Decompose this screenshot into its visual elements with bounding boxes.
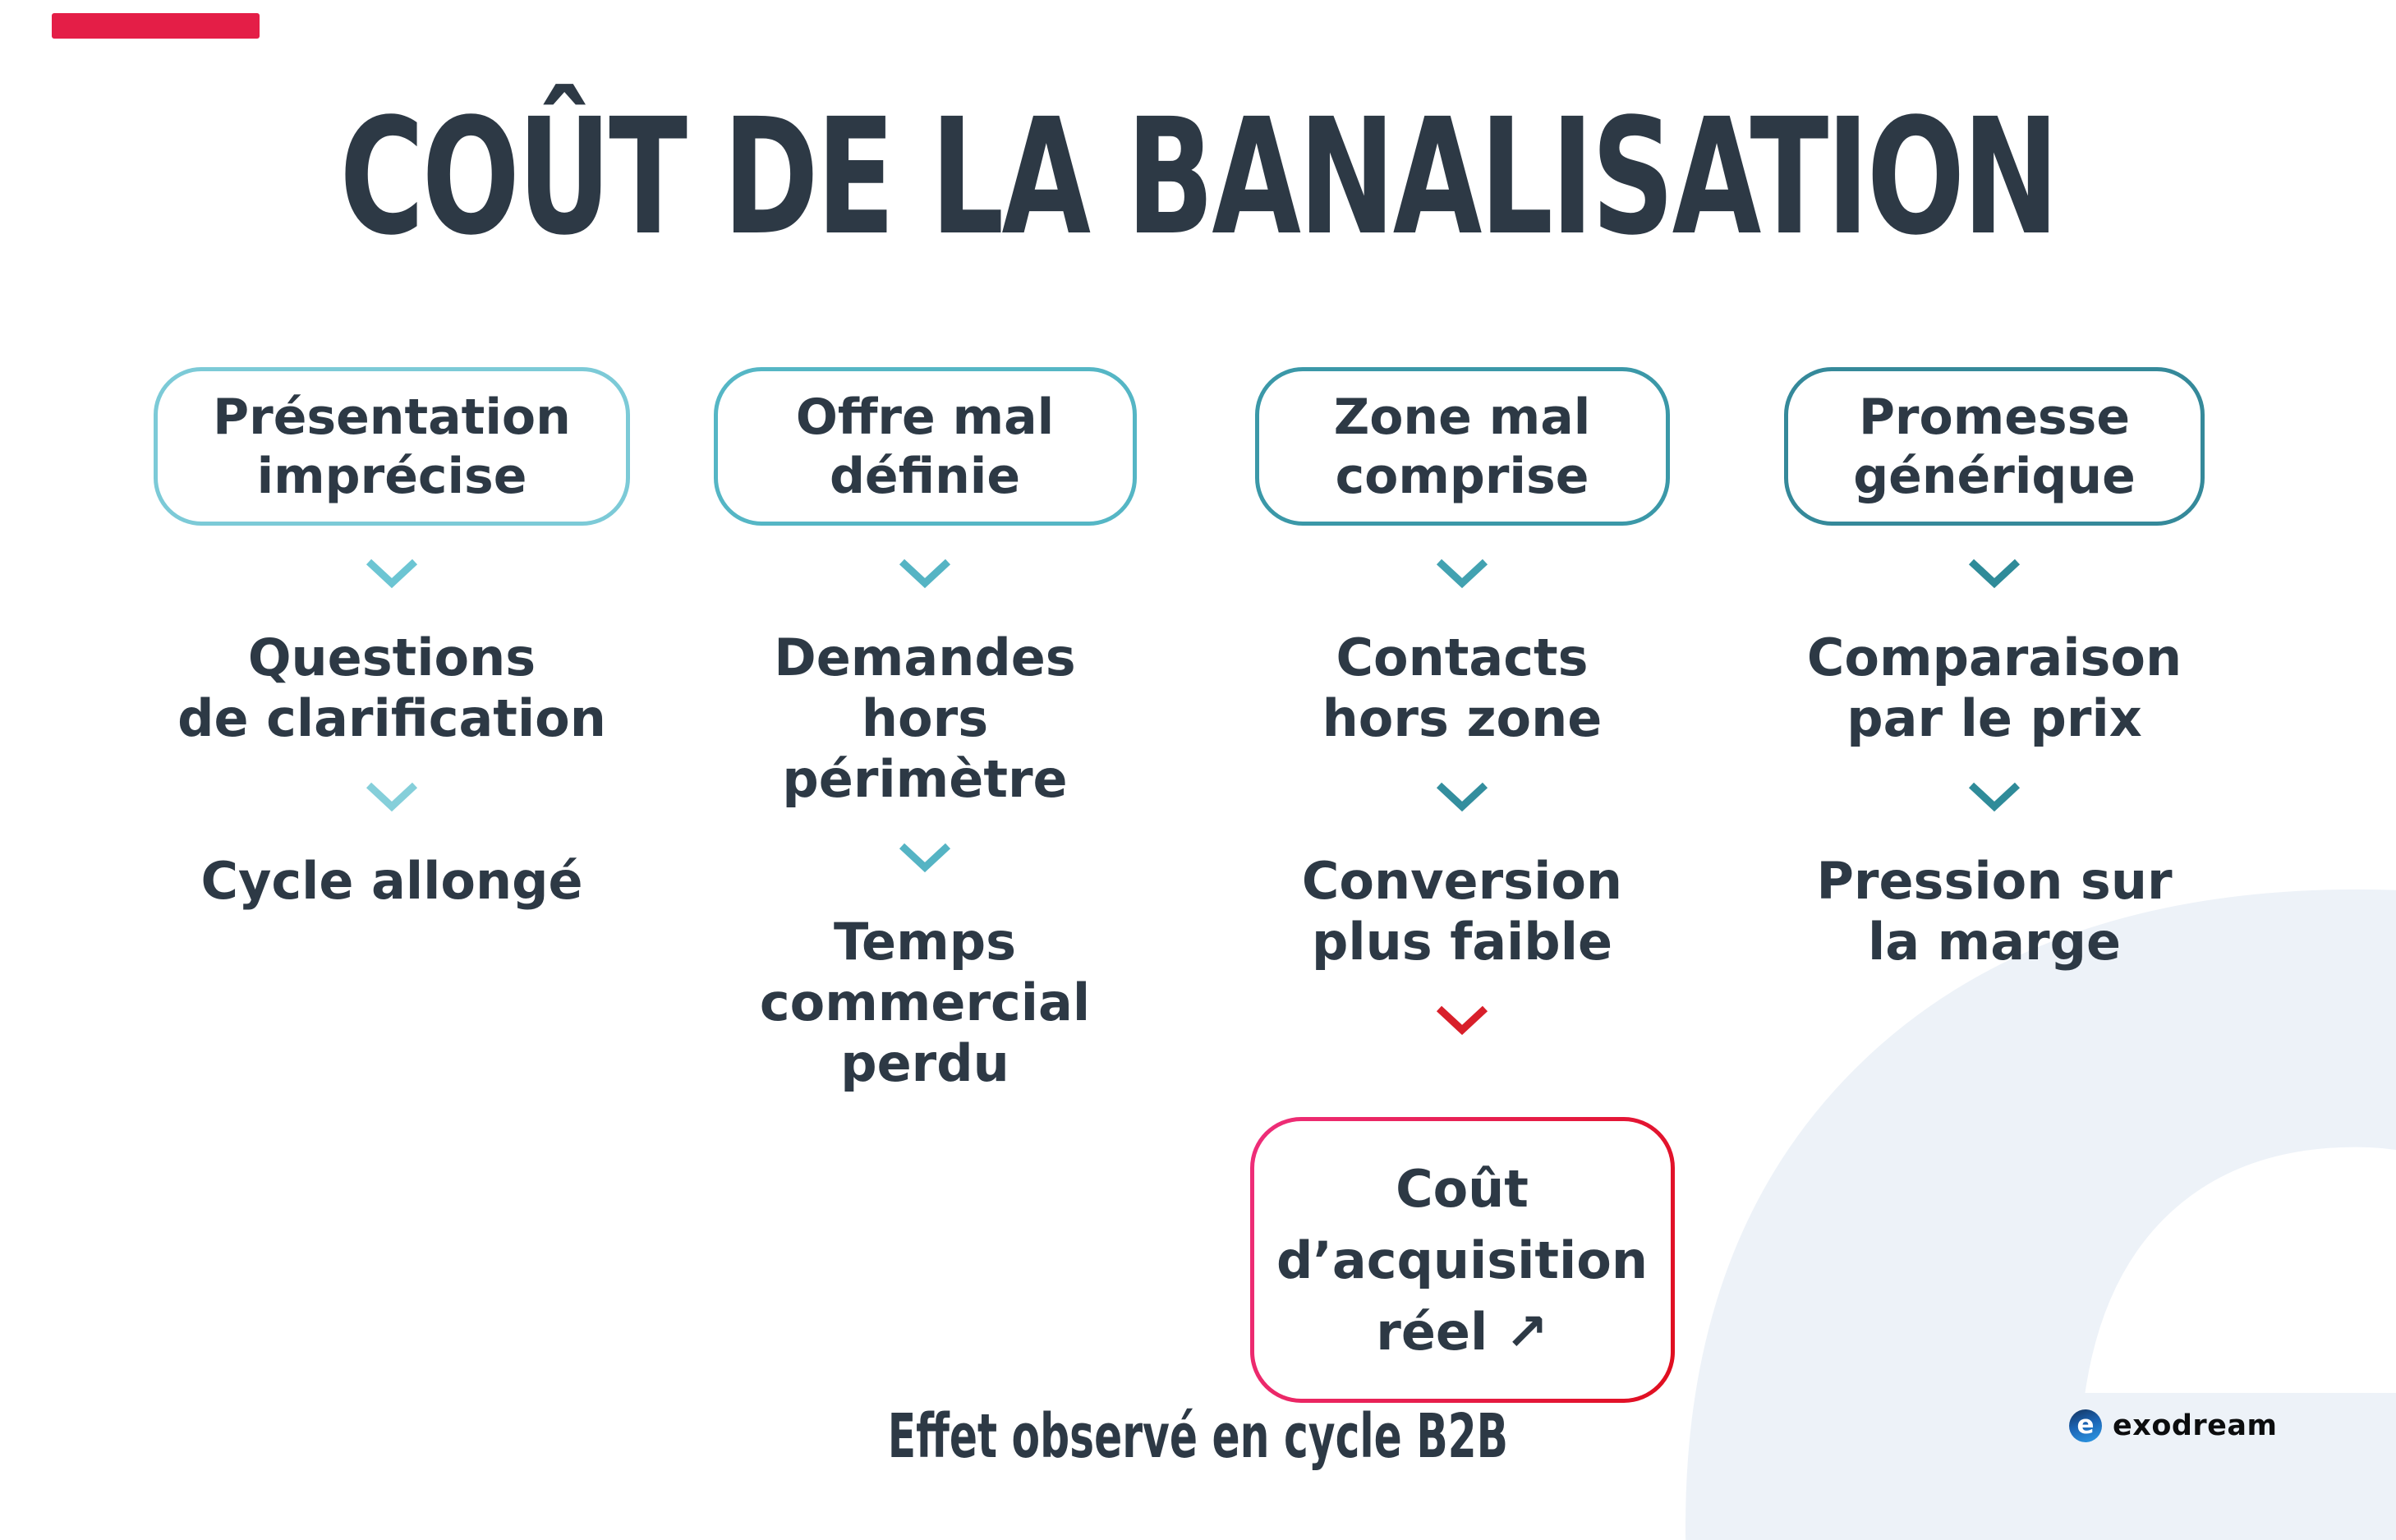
brand-logo: e exodream [2069,1409,2278,1442]
cause-box-line: Offre mal [795,388,1055,446]
chevron-down-icon [1436,559,1488,589]
chevron-down-icon [1436,1005,1488,1036]
chevron-down-icon [366,559,418,589]
cause-box-line: générique [1853,447,2136,505]
cause-box-line: Présentation [213,388,571,446]
effect-text-line: Comparaison [1806,627,2182,687]
outcome-line: Coût [1396,1158,1529,1219]
effect-text-line: Conversion [1301,851,1623,911]
effect-text-line: Contacts [1336,627,1589,687]
exodream-e-icon: e [2069,1409,2102,1442]
effect-text-line: Questions [247,627,536,687]
chevron-down-icon [899,843,951,873]
footer-caption-text: Effet observé en cycle B2B [887,1401,1509,1472]
cause-box-line: imprécise [256,447,527,505]
outcome-box: Coût d’acquisition réel ↗ [1249,1117,1675,1403]
outcome-line: réel ↗ [1376,1301,1548,1362]
effect-text-line: Temps [834,912,1016,972]
effect-text-line: la marge [1867,912,2122,972]
effect-text-line: par le prix [1846,688,2142,748]
cause-box-line: comprise [1335,447,1589,505]
footer-caption: Effet observé en cycle B2B [0,1406,2396,1467]
effect-text-line: Cycle allongé [200,851,583,911]
effect-text-line: Demandes [774,627,1076,687]
effect-text-line: plus faible [1311,912,1612,972]
cause-box-line: définie [829,447,1021,505]
brand-name: exodream [2113,1409,2278,1442]
chevron-down-icon [1968,559,2021,589]
effect-text: Cycle allongé [200,851,582,912]
cause-box-line: Promesse [1858,388,2131,446]
chevron-down-icon [1436,782,1488,812]
effect-text-line: Pression sur [1816,851,2173,911]
chevron-down-icon [366,782,418,812]
outcome-line: d’acquisition [1276,1230,1649,1290]
effect-text-line: hors [861,688,989,748]
page-title-text: COÛT DE LA BANALISATION [339,84,2058,270]
effect-text-line: perdu [840,1033,1009,1093]
outcome-box-inner: Coût d’acquisition réel ↗ [1253,1121,1671,1399]
page-title: COÛT DE LA BANALISATION [0,97,2396,257]
exodream-e-icon-letter: e [2076,1409,2095,1440]
chevron-down-icon [899,559,951,589]
effect-text-line: commercial [759,972,1091,1032]
effect-text-line: périmètre [782,749,1068,809]
effect-text-line: hors zone [1322,688,1603,748]
top-left-accent-bar [52,13,260,39]
effect-text-line: de clarification [177,688,606,748]
chevron-down-icon [1968,782,2021,812]
cause-box-line: Zone mal [1333,388,1591,446]
